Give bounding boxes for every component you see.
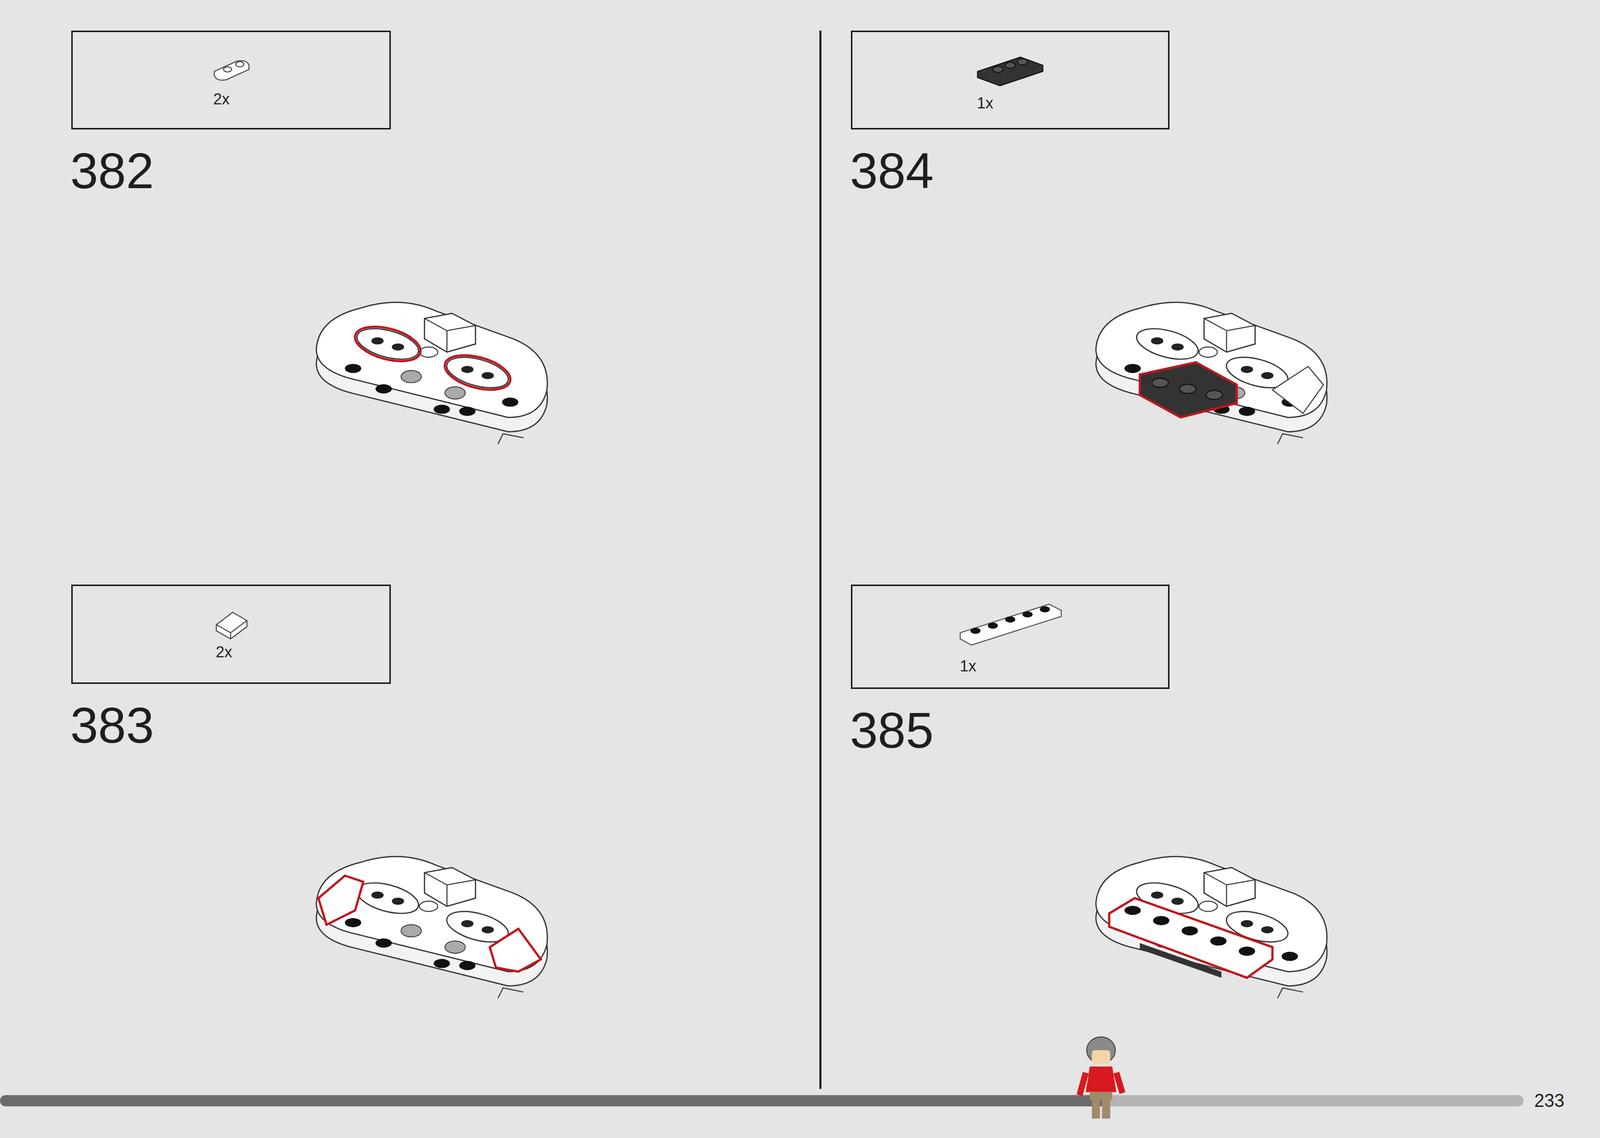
page-number: 233 <box>1534 1091 1565 1110</box>
part-quantity: 2x <box>215 643 233 662</box>
parts-callout-box: 2x <box>71 584 391 684</box>
part-quantity: 2x <box>213 90 230 109</box>
parts-callout-box: 1x <box>850 30 1170 130</box>
step-number: 384 <box>849 145 934 196</box>
part-quantity: 1x <box>959 657 977 676</box>
step-number: 383 <box>70 699 155 751</box>
parts-callout-box: 2x <box>71 30 391 130</box>
parts-callout-box: 1x <box>850 584 1170 689</box>
step-number: 382 <box>70 145 155 196</box>
part-quantity: 1x <box>976 94 994 113</box>
step-number: 385 <box>849 704 934 756</box>
